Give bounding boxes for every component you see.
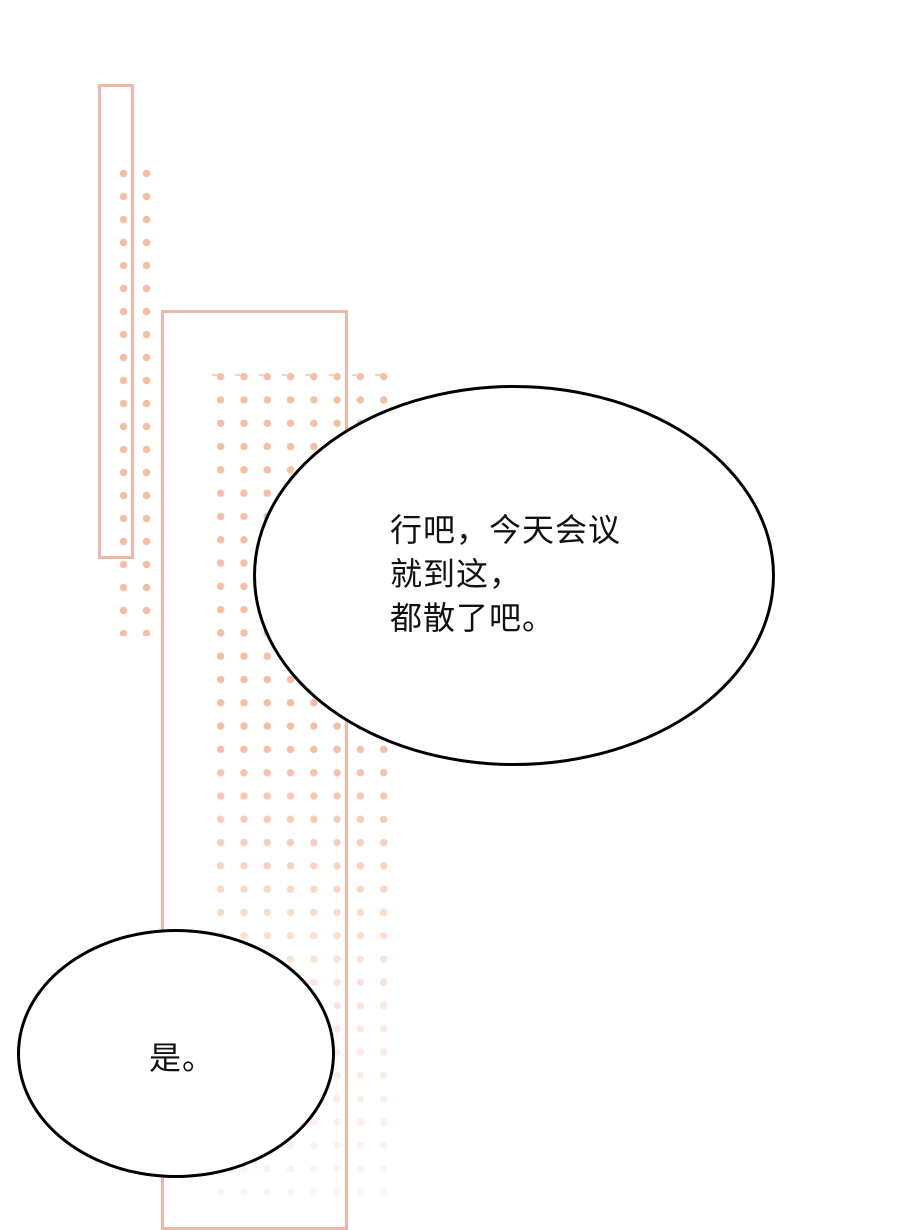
speech-bubble-small: 是。 bbox=[17, 929, 335, 1178]
narrow-dot-pattern bbox=[112, 162, 158, 636]
speech-bubble-large: 行吧，今天会议 就到这， 都散了吧。 bbox=[253, 385, 775, 766]
comic-panel: 行吧，今天会议 就到这， 都散了吧。 是。 bbox=[17, 84, 775, 1230]
speech-bubble-small-text: 是。 bbox=[149, 1039, 216, 1077]
speech-bubble-large-text: 行吧，今天会议 就到这， 都散了吧。 bbox=[390, 511, 622, 637]
